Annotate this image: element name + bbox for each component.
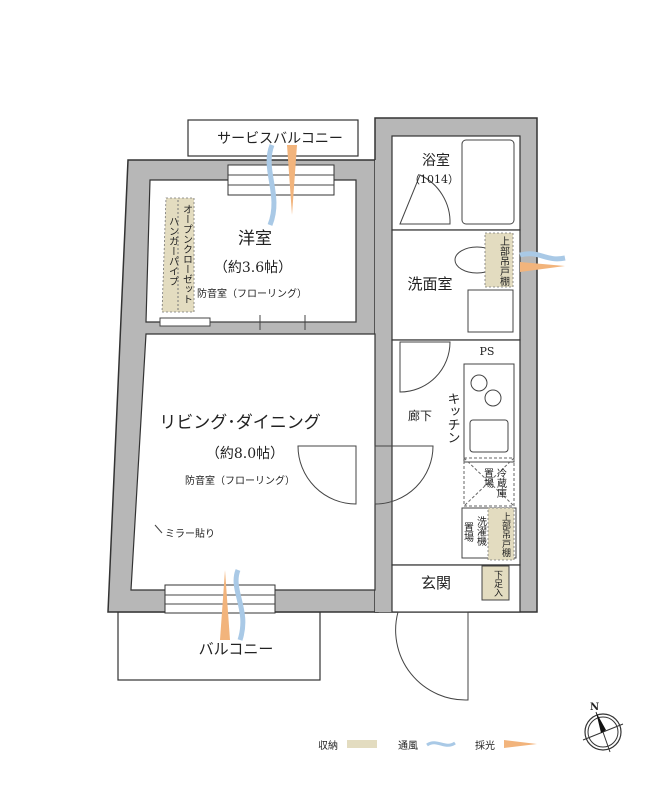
service-balcony <box>187 119 359 157</box>
legend-ventilation-swatch <box>426 741 456 747</box>
ldk-door-right[interactable] <box>374 445 434 505</box>
wash-basin <box>467 289 514 333</box>
daylight-arrow-south <box>220 570 230 640</box>
ldk-size: （約8.0帖） <box>206 446 284 462</box>
washroom-door[interactable] <box>399 341 451 393</box>
bath-door[interactable] <box>399 174 451 225</box>
ldk-note: 防音室（フローリング） <box>185 474 295 487</box>
mirror-leader <box>154 524 163 534</box>
kitchen-label: キッチン <box>445 392 460 444</box>
legend: 収納 通風 採光 <box>318 739 537 752</box>
ldk-name: リビング･ダイニング <box>159 413 321 433</box>
upper-cabinet-2-label: 上部吊戸棚 <box>500 512 511 558</box>
stove-burner-icon <box>484 389 502 407</box>
fridge-space <box>463 457 515 507</box>
upper-cabinet-label: 上部吊戸棚 <box>498 236 510 287</box>
bath-size: （1014） <box>409 173 459 186</box>
legend-daylight-swatch <box>504 740 537 748</box>
shared-wall <box>375 160 392 612</box>
compass-icon: N <box>582 702 624 753</box>
daylight-arrow <box>287 145 297 215</box>
ldk <box>130 333 376 591</box>
sink <box>469 419 509 453</box>
balcony-label: バルコニー <box>199 640 274 658</box>
sliding-partition[interactable] <box>159 315 356 330</box>
balcony <box>117 611 321 681</box>
ventilation-arrow-south <box>233 569 246 641</box>
washer-label-2: 置場 <box>462 522 474 543</box>
washer-label-1: 洗濯機 <box>475 516 487 547</box>
western-room-name: 洋室 <box>238 229 272 249</box>
ldk-door-left[interactable] <box>297 445 357 505</box>
compass-north-label: N <box>590 702 599 713</box>
window-south <box>164 584 276 614</box>
washroom-label: 洗面室 <box>407 275 452 293</box>
shoe-box <box>481 565 510 601</box>
entrance-door[interactable] <box>395 611 469 701</box>
ps-label: PS <box>480 345 495 358</box>
hanger-pipe-label: ハンガーパイプ <box>167 216 179 286</box>
entrance-label: 玄関 <box>421 574 451 592</box>
closet-label: オープンクローゼット <box>181 204 193 304</box>
corridor-label: 廊下 <box>408 408 432 423</box>
ventilation-arrow <box>266 144 277 226</box>
open-closet <box>161 197 195 313</box>
ventilation-arrow-east <box>519 251 566 262</box>
window-north <box>227 164 335 196</box>
western-room-size: （約3.6帖） <box>214 260 292 276</box>
bath-name: 浴室 <box>422 152 450 169</box>
stove-burner-icon <box>470 374 488 392</box>
daylight-arrow-east <box>520 262 565 272</box>
upper-cabinet <box>484 232 514 288</box>
bathtub <box>461 139 515 225</box>
upper-cabinet-2 <box>487 507 515 561</box>
service-balcony-label: サービスバルコニー <box>217 131 343 147</box>
mirror-label: ミラー貼り <box>165 527 215 540</box>
legend-daylight-label: 採光 <box>475 739 495 752</box>
western-room-note: 防音室（フローリング） <box>197 287 307 300</box>
shoe-box-label: 下足入 <box>492 570 503 597</box>
fridge-label-2: 置場 <box>482 468 494 489</box>
fridge-label-1: 冷蔵庫 <box>495 467 507 499</box>
legend-storage-label: 収納 <box>318 739 338 752</box>
legend-storage-swatch <box>347 740 377 748</box>
legend-ventilation-label: 通風 <box>398 740 418 752</box>
